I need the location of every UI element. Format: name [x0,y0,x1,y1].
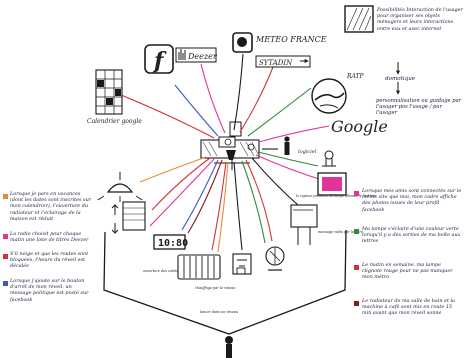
arrow-ratp-hub [247,87,312,137]
arrow-google-hub [258,125,330,143]
hanging-lamp-icon [97,172,143,202]
coffee-note: lancer dans un réseau [200,310,238,314]
sytadin-label: SYTADIN [259,59,293,67]
bullet-pink-right [354,191,359,196]
arrow-hub-clock-2 [187,159,223,234]
clock-display: 10:80 [158,238,188,249]
devices-bracket [103,229,347,335]
arrow-hub-shutter [151,157,211,211]
left-note-2: La radio choisit pour chaque matin une l… [10,231,89,244]
bullet-red [3,254,8,259]
alarm-clock-icon [153,234,186,250]
legend-text-1: Possibilités Interaction de l'usager pou… [377,7,463,32]
right-note-3: Le matin en semaine, ma lampe clignote r… [362,262,453,281]
ratp-label: RATP [346,73,365,80]
desk-lamp-icon [265,246,285,271]
arrow-hub-coffee [233,161,243,251]
facebook-label: f [152,48,167,74]
left-note-3: S'il neige et que les routes sont bloqué… [10,251,89,270]
right-note-1: Lorsque mes amis sont connectés sur le m… [362,188,462,213]
arrow-sytadin-hub [239,66,274,133]
bullet-blue [3,281,8,286]
legend-text-3: personnalisation ou guidage par l'usager… [376,98,462,117]
central-hub [200,121,260,160]
right-note-2: Ma lampe s'éclaire d'une couleur verte l… [362,226,461,245]
calendar-label: Calendrier google [87,118,142,125]
logiciel-label: logiciel [298,149,317,155]
calendar-icon [95,69,123,115]
radio-note: message radio par le faire [318,230,363,234]
coffee-machine-icon [232,253,252,275]
ratp-logo [311,78,347,114]
user-figure [225,336,233,358]
left-note-1: Lorsque je pars en vacances (dont les da… [10,191,92,222]
bullet-green-right [354,229,359,234]
google-label: Google [331,117,388,136]
arrow-hub-shutter-2 [149,158,215,227]
logiciel-person [284,136,290,155]
arrow-hub-lamp [139,156,207,183]
arrow-hub-radiator [211,161,227,251]
left-note-4: Lorsque j'ajoute sur le bouton d'arrêt d… [10,278,89,303]
deezer-label: Deezer [187,52,218,61]
legend-text-2: domotique [385,76,416,82]
sensor-note: le capteur présence du lampe allumée le … [296,194,376,198]
arrow-hub-radiator-2 [217,161,229,253]
arrow-hub-lamp-right [241,160,266,244]
bullet-darkred-right [354,301,359,306]
arrow-hub-sensor [257,151,319,167]
bullet-pink [3,234,8,239]
shutter-note: ouverture des volets [143,269,178,273]
meteo-france-label: METEO FRANCE [255,35,327,44]
photo-frame-icon [317,172,347,196]
arrow-deezer-hub [200,63,226,134]
shutter-icon [111,201,146,234]
arrow-hub-lamp-right-2 [245,159,273,242]
arrow-calendar-hub [120,94,215,139]
meteo-france-logo [232,32,253,53]
bullet-orange [3,194,8,199]
arrow-meteo-hub [233,53,244,131]
mailbox-icon [290,204,318,245]
deezer-logo [175,47,217,63]
sytadin-logo [255,55,311,68]
facebook-icon [144,44,174,74]
hub-bracket [214,160,250,170]
radiator-icon [177,254,221,280]
bullet-red-right [354,265,359,270]
legend-swatch [344,5,374,33]
arrow-hub-mailbox [251,157,299,206]
arrow-hub-clock [181,159,219,231]
heater-note: chauffage par le réseau [195,286,236,290]
arrow-facebook-hub [174,84,219,137]
presence-sensor-icon [322,150,336,167]
right-note-4: Le radiateur de ma salle de bain et la m… [362,298,455,317]
arrow-hub-frame [255,154,323,181]
